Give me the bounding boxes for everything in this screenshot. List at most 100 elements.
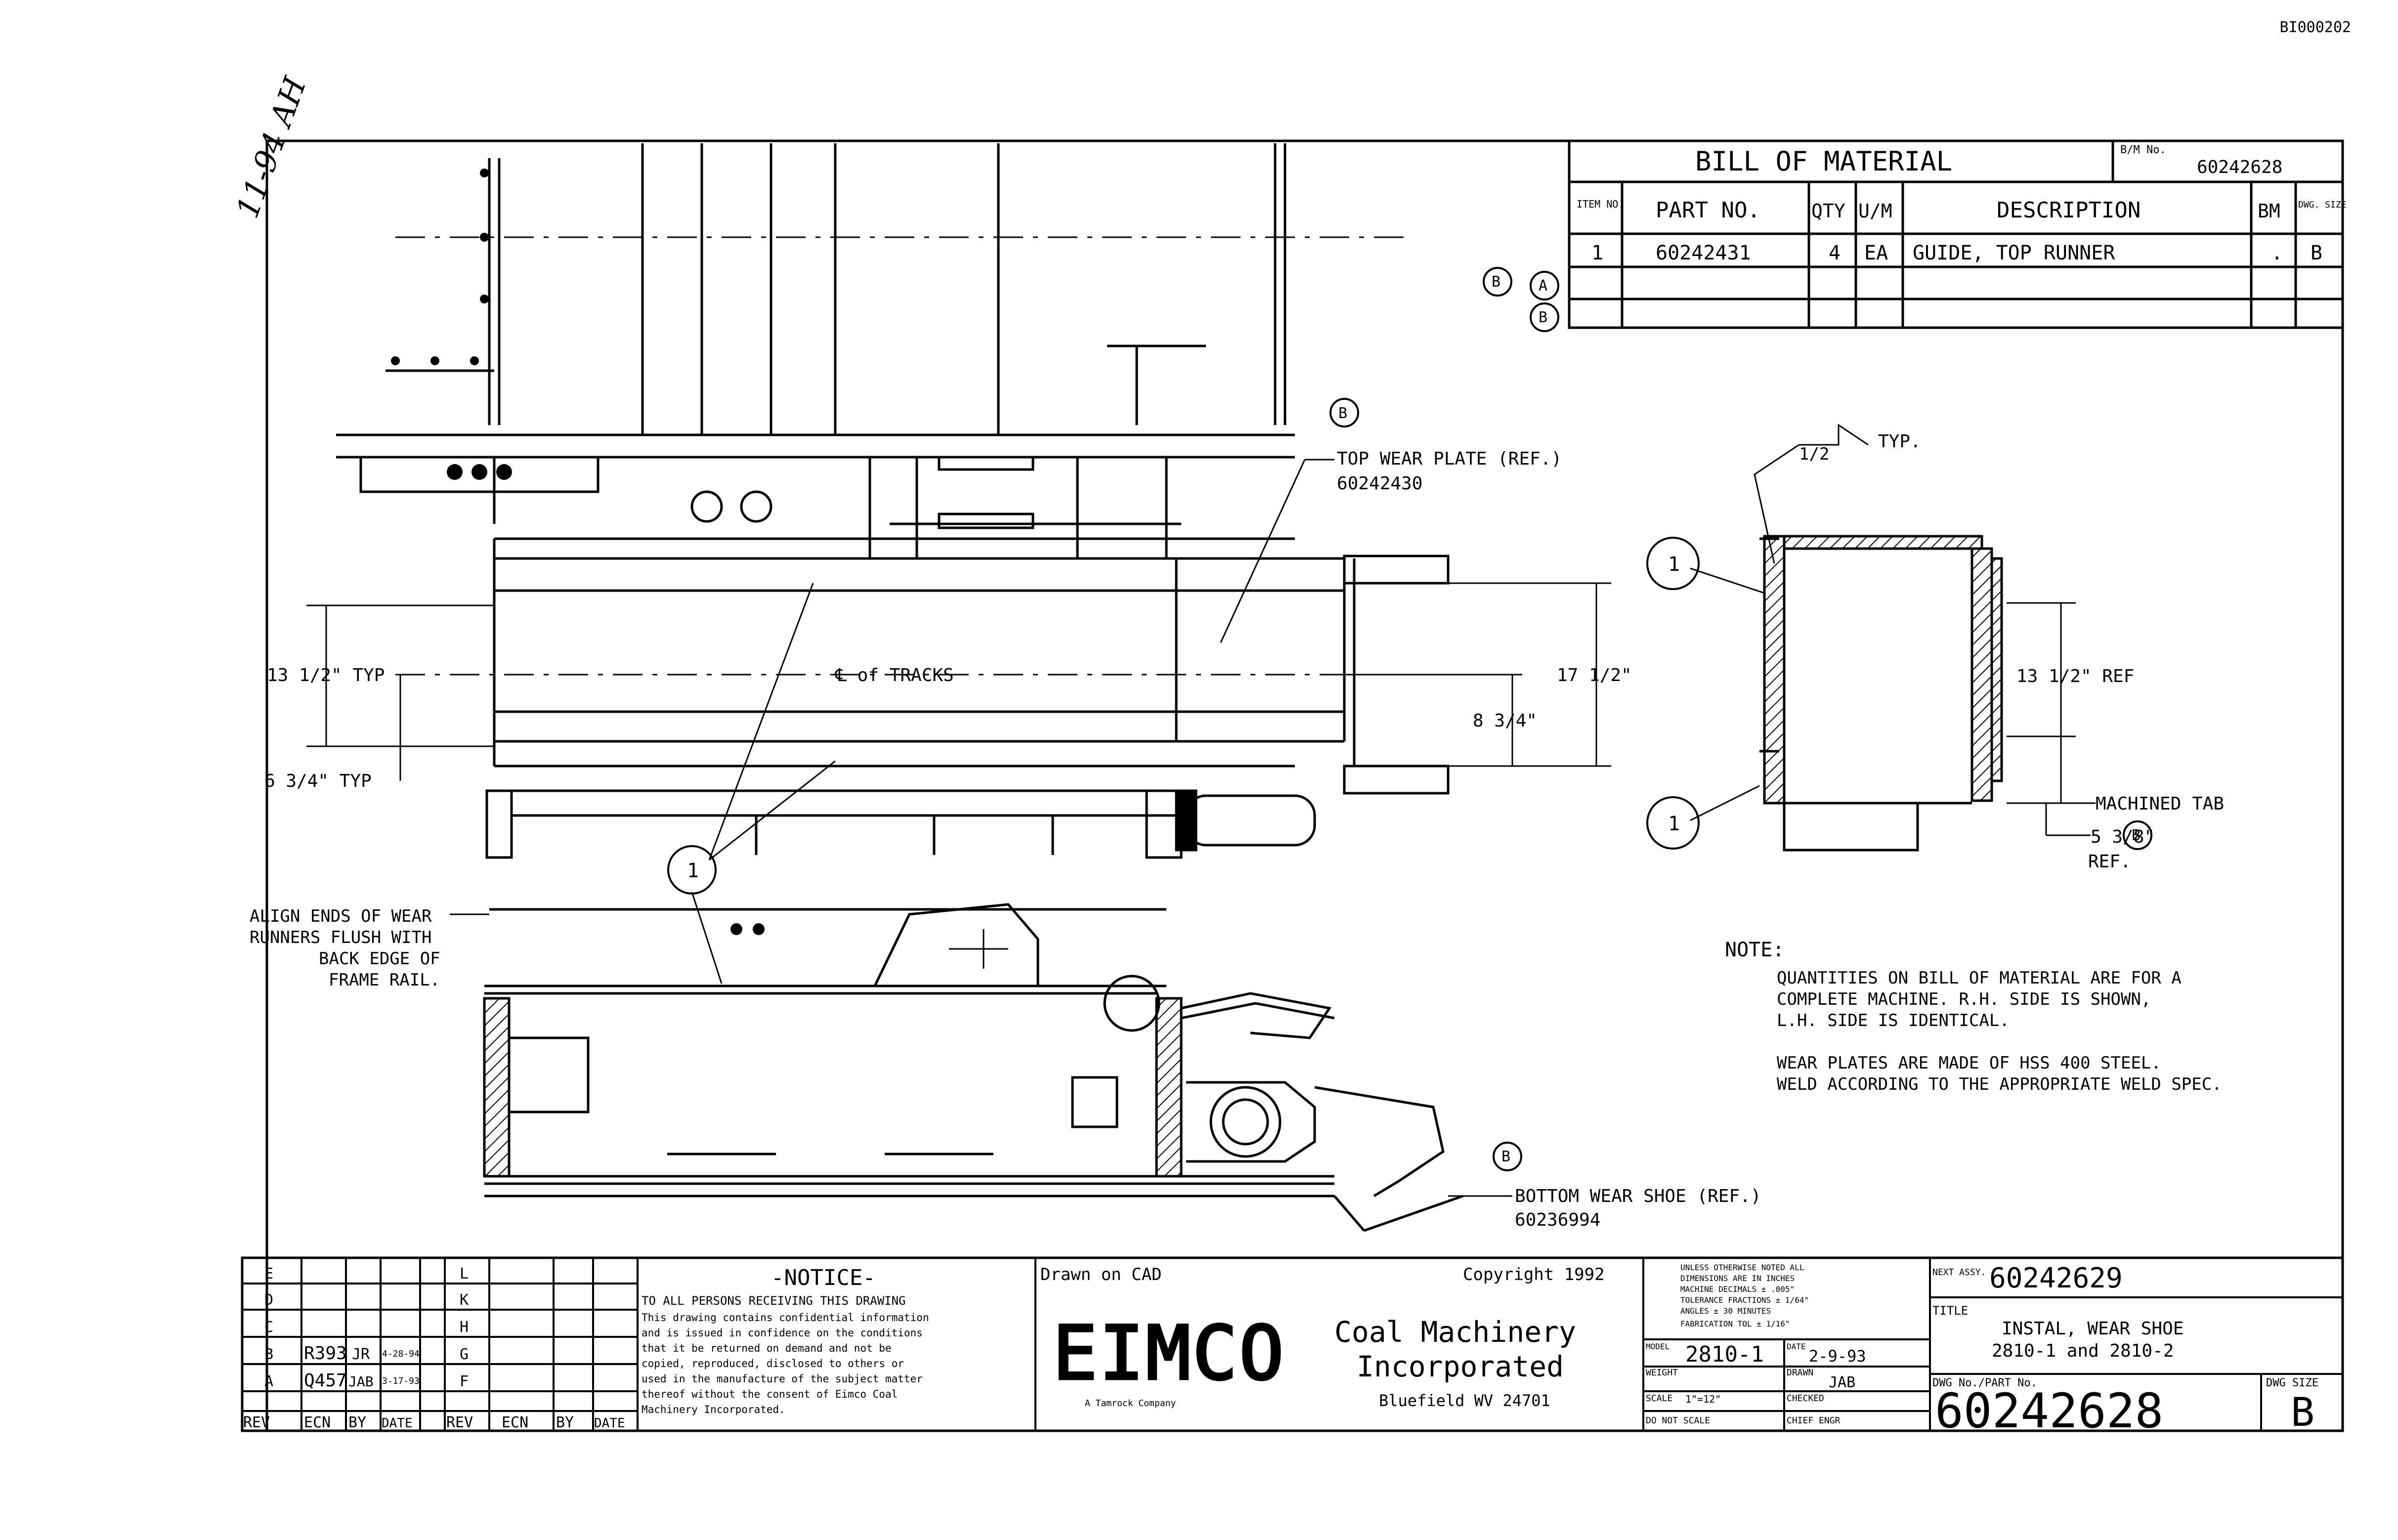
drawing-border — [265, 139, 2344, 1432]
item-balloons — [667, 267, 2152, 1171]
bom-header-part: PART NO. — [1656, 198, 1760, 223]
tolerance-line: FABRICATION TOL ± 1/16" — [1680, 1319, 1790, 1328]
section-dimensions — [1690, 424, 2096, 836]
tolerance-line: UNLESS OTHERWISE NOTED ALL — [1680, 1263, 1804, 1272]
rev-mark: B — [1501, 1148, 1510, 1165]
top-wear-plate-label: TOP WEAR PLATE (REF.) — [1337, 449, 1562, 469]
bottom-wear-shoe-label: BOTTOM WEAR SHOE (REF.) — [1515, 1186, 1761, 1206]
dwg-size: B — [2291, 1389, 2314, 1435]
rev-by: JAB — [348, 1373, 374, 1390]
company-location: Bluefield WV 24701 — [1379, 1391, 1550, 1410]
frame-upper-structure — [336, 143, 1295, 558]
company-name-line2: Incorporated — [1357, 1350, 1564, 1383]
rev-mark: B — [1338, 405, 1347, 422]
track-plan-view — [485, 490, 1450, 859]
date-value: 2-9-93 — [1809, 1347, 1866, 1366]
rev-letter: K — [460, 1291, 469, 1309]
rev-header: REV — [446, 1414, 473, 1431]
align-note-line: ALIGN ENDS OF WEAR — [250, 906, 432, 926]
weld-size: 1/2 — [1799, 444, 1829, 464]
notice-line: copied, reproduced, disclosed to others … — [642, 1358, 904, 1369]
item-balloon-number: 1 — [1668, 553, 1680, 576]
rev-letter: F — [460, 1373, 469, 1390]
title-line1: INSTAL, WEAR SHOE — [2002, 1319, 2184, 1339]
tolerance-line: DIMENSIONS ARE IN INCHES — [1680, 1274, 1795, 1283]
align-note-line: RUNNERS FLUSH WITH — [250, 928, 431, 947]
note-heading: NOTE: — [1725, 939, 1784, 961]
rev-letter: H — [460, 1319, 469, 1336]
dimension-lines-plan — [306, 582, 1611, 781]
document-id: BI000202 — [2279, 19, 2352, 36]
bottom-wear-shoe-part: 60236994 — [1515, 1210, 1600, 1230]
bom-header-desc: DESCRIPTION — [1997, 198, 2141, 223]
dim-6-3-4-typ: 6 3/4" TYP — [264, 771, 372, 791]
rev-header: ECN — [502, 1414, 528, 1431]
weld-typ: TYP. — [1878, 431, 1921, 452]
copyright: Copyright 1992 — [1463, 1265, 1605, 1284]
company-logo: EIMCO — [1053, 1311, 1286, 1397]
rev-letter: E — [264, 1265, 273, 1283]
bom-header-dwg: DWG. SIZE — [2298, 200, 2347, 210]
checked-label: CHECKED — [1787, 1393, 1824, 1404]
bom-row-bm: . — [2271, 242, 2283, 264]
note-line: WEAR PLATES ARE MADE OF HSS 400 STEEL. — [1777, 1053, 2161, 1073]
drawn-label: DRAWN — [1787, 1368, 1813, 1378]
notice-line: This drawing contains confidential infor… — [642, 1312, 929, 1324]
notice-line: and is issued in confidence on the condi… — [642, 1327, 923, 1339]
rev-header: BY — [348, 1414, 366, 1431]
date-label: DATE — [1787, 1342, 1806, 1351]
note-line: WELD ACCORDING TO THE APPROPRIATE WELD S… — [1777, 1074, 2222, 1094]
title-line2: 2810-1 and 2810-2 — [1992, 1341, 2174, 1361]
section-view — [1759, 535, 2003, 852]
next-assy-label: NEXT ASSY. — [1932, 1267, 1986, 1278]
rev-ecn: R393 — [304, 1343, 347, 1364]
rev-header: DATE — [594, 1416, 625, 1431]
tracks-centerline-label: ℄ of TRACKS — [835, 665, 954, 685]
scale-value: 1"=12" — [1685, 1393, 1721, 1405]
next-assy-value: 60242629 — [1989, 1262, 2123, 1294]
tolerance-line: MACHINE DECIMALS ± .005" — [1680, 1284, 1795, 1294]
weight-label: WEIGHT — [1646, 1368, 1678, 1378]
note-line: QUANTITIES ON BILL OF MATERIAL ARE FOR A — [1777, 968, 2182, 988]
notice-line: Machinery Incorporated. — [642, 1404, 785, 1415]
note-line: COMPLETE MACHINE. R.H. SIDE IS SHOWN, — [1777, 989, 2151, 1009]
notice-line: that it be returned on demand and not be — [642, 1342, 892, 1354]
title-label: TITLE — [1932, 1304, 1968, 1318]
bom-row-desc: GUIDE, TOP RUNNER — [1913, 242, 2115, 264]
rev-mark: A — [1539, 277, 1547, 295]
dim-8-3-4: 8 3/4" — [1473, 711, 1537, 731]
bom-row-part: 60242431 — [1656, 242, 1751, 264]
title-block-lines — [242, 1258, 2343, 1431]
dwg-number: 60242628 — [1935, 1383, 2163, 1439]
tolerance-line: TOLERANCE FRACTIONS ± 1/64" — [1680, 1295, 1809, 1305]
note-line: L.H. SIDE IS IDENTICAL. — [1777, 1011, 2010, 1030]
dim-5-3-8: 5 3/8" — [2091, 827, 2155, 847]
rev-header: DATE — [382, 1416, 413, 1431]
bom-title: BILL OF MATERIAL — [1695, 146, 1952, 177]
bom-row-qty: 4 — [1829, 242, 1841, 264]
dim-13-half-typ: 13 1/2" TYP — [267, 665, 385, 685]
rev-letter: C — [264, 1319, 273, 1336]
bom-row-dwg: B — [2311, 242, 2322, 264]
top-wear-plate-part: 60242430 — [1337, 473, 1422, 494]
dim-17-half: 17 1/2" — [1557, 665, 1632, 685]
item-balloon-number: 1 — [687, 859, 699, 882]
align-note-line: BACK EDGE OF — [319, 949, 440, 969]
notice-title: -NOTICE- — [771, 1265, 876, 1290]
rev-ecn: Q457 — [304, 1370, 347, 1391]
dim-13-half-ref: 13 1/2" REF — [2016, 666, 2134, 686]
item-leaders — [450, 583, 1512, 1197]
dwg-size-label: DWG SIZE — [2266, 1377, 2318, 1389]
rev-letter: D — [264, 1291, 273, 1309]
rev-mark: B — [1492, 273, 1500, 291]
rev-header: BY — [556, 1414, 574, 1431]
model-value: 2810-1 — [1685, 1342, 1764, 1367]
notice-line: thereof without the consent of Eimco Coa… — [642, 1388, 898, 1400]
rev-letter: L — [460, 1265, 469, 1283]
tolerance-line: ANGLES ± 30 MINUTES — [1680, 1306, 1771, 1316]
company-tagline: A Tamrock Company — [1085, 1398, 1176, 1409]
dim-ref: REF. — [2088, 852, 2131, 872]
model-label: MODEL — [1646, 1342, 1670, 1351]
bom-number-label: B/M No. — [2120, 144, 2166, 156]
